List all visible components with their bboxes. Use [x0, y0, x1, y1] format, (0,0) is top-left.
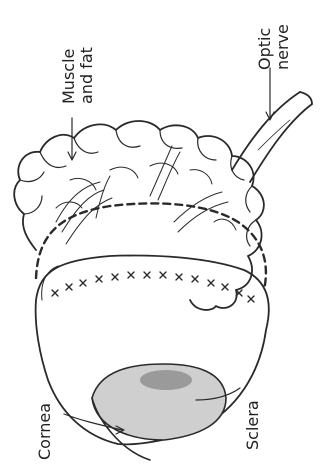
- muscle-fat-label-line-1: Muscle: [60, 47, 78, 104]
- optic-nerve: [232, 92, 312, 182]
- dashed-margin-line: [36, 203, 266, 290]
- sclera-label-text: Sclera: [244, 400, 262, 450]
- suture-marks: [52, 272, 254, 302]
- optic-nerve-label: Optic nerve: [256, 24, 292, 70]
- cornea: [92, 364, 226, 460]
- muscle-fat-label: Muscle and fat: [60, 47, 96, 104]
- optic-nerve-label-line-2: nerve: [274, 24, 292, 70]
- optic-nerve-label-line-1: Optic: [256, 24, 274, 70]
- cornea-label-text: Cornea: [36, 403, 54, 460]
- muscle-fat-label-line-2: and fat: [78, 47, 96, 104]
- cornea-label: Cornea: [36, 403, 54, 460]
- sclera-label: Sclera: [244, 400, 262, 450]
